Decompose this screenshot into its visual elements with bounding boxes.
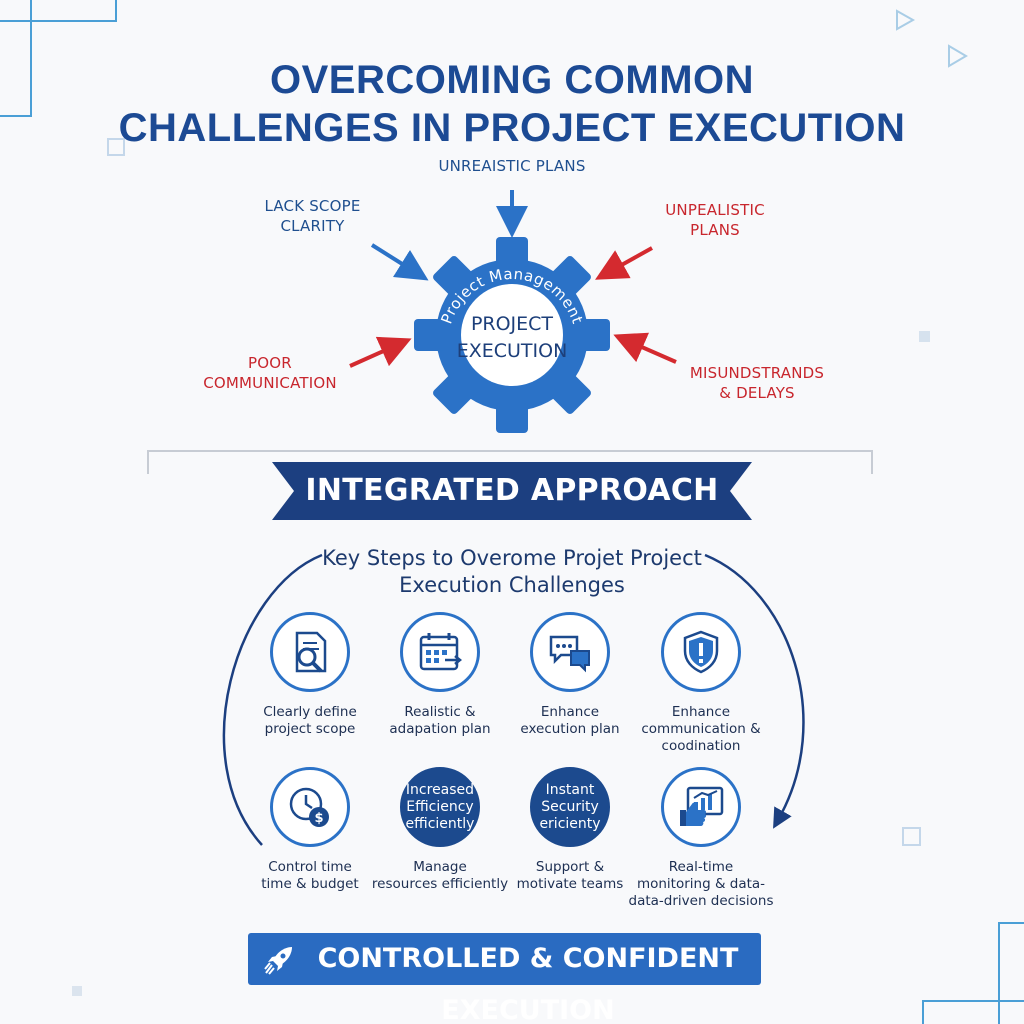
- challenge-top-right-line1: UNPEALISTIC: [665, 201, 765, 219]
- step-label-line2: monitoring & data-: [636, 876, 766, 892]
- step-label-line2: time & budget: [261, 876, 359, 892]
- step-label-line1: Realistic &: [404, 704, 476, 720]
- challenge-top-left-line2: CLARITY: [280, 217, 345, 235]
- challenge-top-text: UNREAISTIC PLANS: [438, 157, 586, 175]
- step-circle: [661, 612, 741, 692]
- badge-line3: ericienty: [539, 815, 601, 832]
- project-execution-gear: Project Management PROJECT EXECUTION: [404, 235, 620, 435]
- challenge-bottom-left-line1: POOR: [248, 354, 292, 372]
- arrow-top-left: [370, 243, 429, 281]
- challenge-bottom-left-label: POOR COMMUNICATION: [195, 353, 345, 393]
- step-label: Manage resources efficiently: [355, 859, 525, 893]
- efficiency-badge: Increased Efficiency efficiently: [400, 767, 480, 847]
- step-circle: [270, 612, 350, 692]
- gear-icon: Project Management: [414, 237, 610, 433]
- corner-decoration-bottom-right-vertical: [998, 922, 1024, 1024]
- corner-decoration-top-left-vertical: [30, 0, 32, 117]
- corner-decoration-top-left-bottom: [0, 115, 32, 117]
- calendar-icon: [419, 633, 463, 671]
- challenge-bottom-right-label: MISUNDSTRANDS & DELAYS: [672, 363, 842, 403]
- step-label-line2: execution plan: [520, 721, 620, 737]
- step-enhance-execution: Enhance execution plan: [485, 612, 655, 738]
- step-define-scope: Clearly define project scope: [225, 612, 395, 738]
- document-search-icon: [295, 631, 327, 673]
- badge-line1: Increased: [405, 781, 475, 798]
- step-label-line2: adapation plan: [389, 721, 491, 737]
- step-realistic-plan: Realistic & adapation plan: [355, 612, 525, 738]
- steps-subtitle-line1: Key Steps to Overome Projet Project: [322, 546, 702, 570]
- rocket-icon: [264, 947, 292, 975]
- chat-icon: [549, 635, 590, 673]
- badge-line2: Efficiency: [406, 798, 474, 815]
- cycle-arrow-right: [704, 553, 805, 829]
- step-circle: $: [270, 767, 350, 847]
- shield-alert-icon: [683, 630, 719, 674]
- step-label: Support & motivate teams: [485, 859, 655, 893]
- step-label-line1: Enhance: [540, 704, 600, 720]
- step-label-line1: Clearly define: [263, 704, 357, 720]
- steps-subtitle: Key Steps to Overome Projet Project Exec…: [262, 545, 762, 599]
- page-title-line1: OVERCOMING COMMON: [269, 58, 755, 102]
- step-circle: [661, 767, 741, 847]
- step-label-line2: resources efficiently: [371, 876, 509, 892]
- step-label: Control time time & budget: [225, 859, 395, 893]
- step-label-line1: Enhance: [671, 704, 731, 720]
- gear-center-line1: PROJECT: [470, 313, 554, 335]
- step-support-teams: Instant Security ericienty Support & mot…: [485, 767, 655, 893]
- challenge-bottom-left-line2: COMMUNICATION: [203, 374, 337, 392]
- integrated-approach-banner: INTEGRATED APPROACH: [305, 473, 719, 508]
- step-control-time-budget: $ Control time time & budget: [225, 767, 395, 893]
- page-title: OVERCOMING COMMON CHALLENGES IN PROJECT …: [0, 56, 1024, 152]
- challenge-bottom-right-line2: & DELAYS: [719, 384, 795, 402]
- controlled-execution-text: CONTROLLED & CONFIDENT EXECUTION: [317, 943, 739, 1024]
- challenge-top-right-label: UNPEALISTIC PLANS: [635, 200, 795, 240]
- cycle-arrow-left: [222, 553, 323, 846]
- badge-line1: Instant: [545, 781, 595, 798]
- challenge-top-label: UNREAISTIC PLANS: [412, 156, 612, 176]
- badge-line3: efficiently: [405, 815, 475, 832]
- arrow-bottom-right: [613, 332, 677, 364]
- step-label-line2: project scope: [264, 721, 356, 737]
- step-label-line1: Control time: [268, 859, 352, 875]
- step-label-line3: data-driven decisions: [628, 893, 774, 909]
- steps-subtitle-line2: Execution Challenges: [399, 573, 625, 597]
- step-label: Realistic & adapation plan: [355, 704, 525, 738]
- challenge-bottom-right-line1: MISUNDSTRANDS: [689, 364, 825, 382]
- step-manage-resources: Increased Efficiency efficiently Manage …: [355, 767, 525, 893]
- step-realtime-monitoring: Real-time monitoring & data- data-driven…: [616, 767, 786, 910]
- step-label-line1: Support &: [535, 859, 605, 875]
- step-label-line2: communication &: [641, 721, 761, 737]
- dashboard-icon: [680, 786, 724, 826]
- svg-text:$: $: [314, 811, 323, 826]
- step-circle: [400, 612, 480, 692]
- step-label-line1: Manage: [413, 859, 467, 875]
- step-label-line1: Real-time: [668, 859, 734, 875]
- challenge-top-left-line1: LACK SCOPE: [264, 197, 361, 215]
- gear-center-line2: EXECUTION: [456, 340, 568, 362]
- step-label: Real-time monitoring & data- data-driven…: [616, 859, 786, 910]
- security-badge: Instant Security ericienty: [530, 767, 610, 847]
- page-title-line2: CHALLENGES IN PROJECT EXECUTION: [118, 106, 906, 150]
- arrow-top-right: [595, 246, 653, 280]
- corner-decoration-top-left: [0, 0, 117, 22]
- step-label: Clearly define project scope: [225, 704, 395, 738]
- arrow-bottom-left: [349, 336, 412, 368]
- badge-line2: Security: [541, 798, 599, 815]
- step-enhance-communication: Enhance communication & coodination: [616, 612, 786, 755]
- step-label-line2: motivate teams: [516, 876, 624, 892]
- integrated-approach-ribbon: [272, 462, 752, 520]
- step-label: Enhance communication & coodination: [616, 704, 786, 755]
- step-label-line3: coodination: [661, 738, 741, 754]
- section-divider: [147, 450, 873, 474]
- controlled-execution-banner: CONTROLLED & CONFIDENT EXECUTION: [248, 933, 761, 1024]
- step-label: Enhance execution plan: [485, 704, 655, 738]
- step-circle: [530, 612, 610, 692]
- challenge-top-right-line2: PLANS: [690, 221, 740, 239]
- corner-decoration-bottom-right: [922, 1000, 1024, 1024]
- challenge-top-left-label: LACK SCOPE CLARITY: [240, 196, 385, 236]
- clock-money-icon: $: [289, 787, 329, 827]
